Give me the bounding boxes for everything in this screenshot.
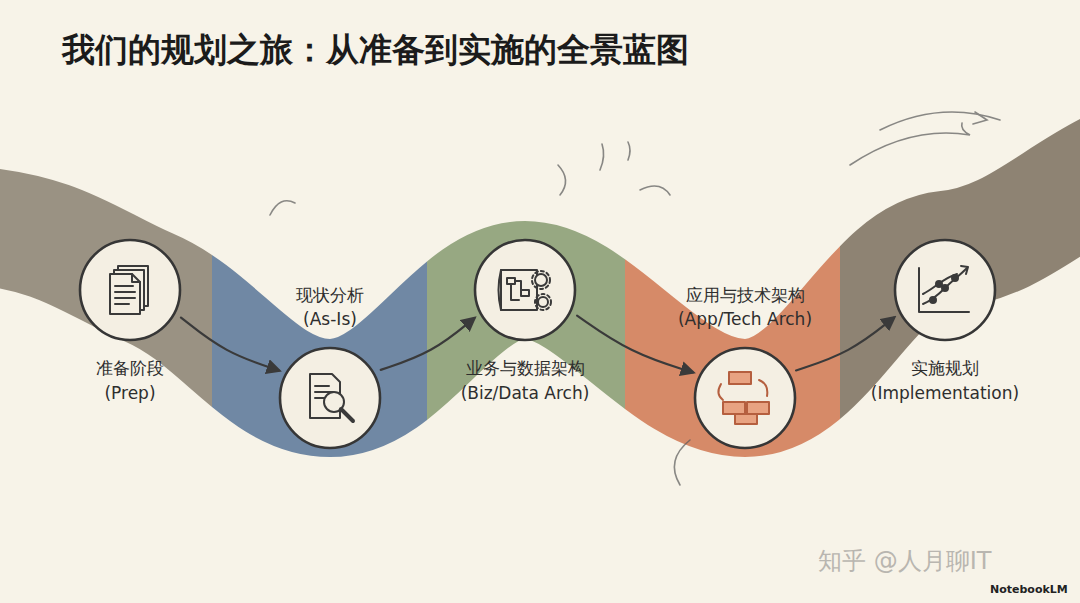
circle-outline <box>278 346 382 450</box>
stage-circle: 实施规划 (Implementation) <box>893 238 997 342</box>
flow-arrow <box>577 316 693 373</box>
roadmap-chart-icon <box>919 266 969 312</box>
stage-label: 现状分析 (As-Is) <box>285 283 375 332</box>
stage-label-box: 现状分析 (As-Is) <box>285 283 375 332</box>
stage-circle: 现状分析 (As-Is) <box>278 346 382 450</box>
brand-mark: NotebookLM <box>990 583 1068 596</box>
flow-arrow <box>181 318 279 371</box>
circle-outline <box>893 238 997 342</box>
stage-label: 实施规划 (Implementation) <box>865 356 1025 405</box>
diagram-title: 我们的规划之旅：从准备到实施的全景蓝图 <box>62 28 689 73</box>
stage-label-box: 应用与技术架构 (App/Tech Arch) <box>665 283 825 332</box>
magnifier-icon <box>310 374 353 421</box>
stage-label: 准备阶段 (Prep) <box>85 356 175 405</box>
circle-outline <box>473 238 577 342</box>
stage-circle: 应用与技术架构 (App/Tech Arch) <box>693 346 797 450</box>
circle-outline <box>693 346 797 450</box>
flow-arrow <box>381 318 475 370</box>
stage-circle: 准备阶段 (Prep) <box>78 238 182 342</box>
blueprint-gears-icon <box>499 270 552 310</box>
building-blocks-icon <box>718 372 769 424</box>
stage-label-box: 实施规划 (Implementation) <box>865 356 1025 405</box>
stage-label-box: 准备阶段 (Prep) <box>85 356 175 405</box>
stage-label: 业务与数据架构 (Biz/Data Arch) <box>445 356 605 405</box>
watermark: 知乎 @人月聊IT <box>818 545 991 577</box>
stage-circle: 业务与数据架构 (Biz/Data Arch) <box>473 238 577 342</box>
stage-label-box: 业务与数据架构 (Biz/Data Arch) <box>445 356 605 405</box>
circle-outline <box>78 238 182 342</box>
documents-icon <box>110 266 148 314</box>
stage-label: 应用与技术架构 (App/Tech Arch) <box>665 283 825 332</box>
